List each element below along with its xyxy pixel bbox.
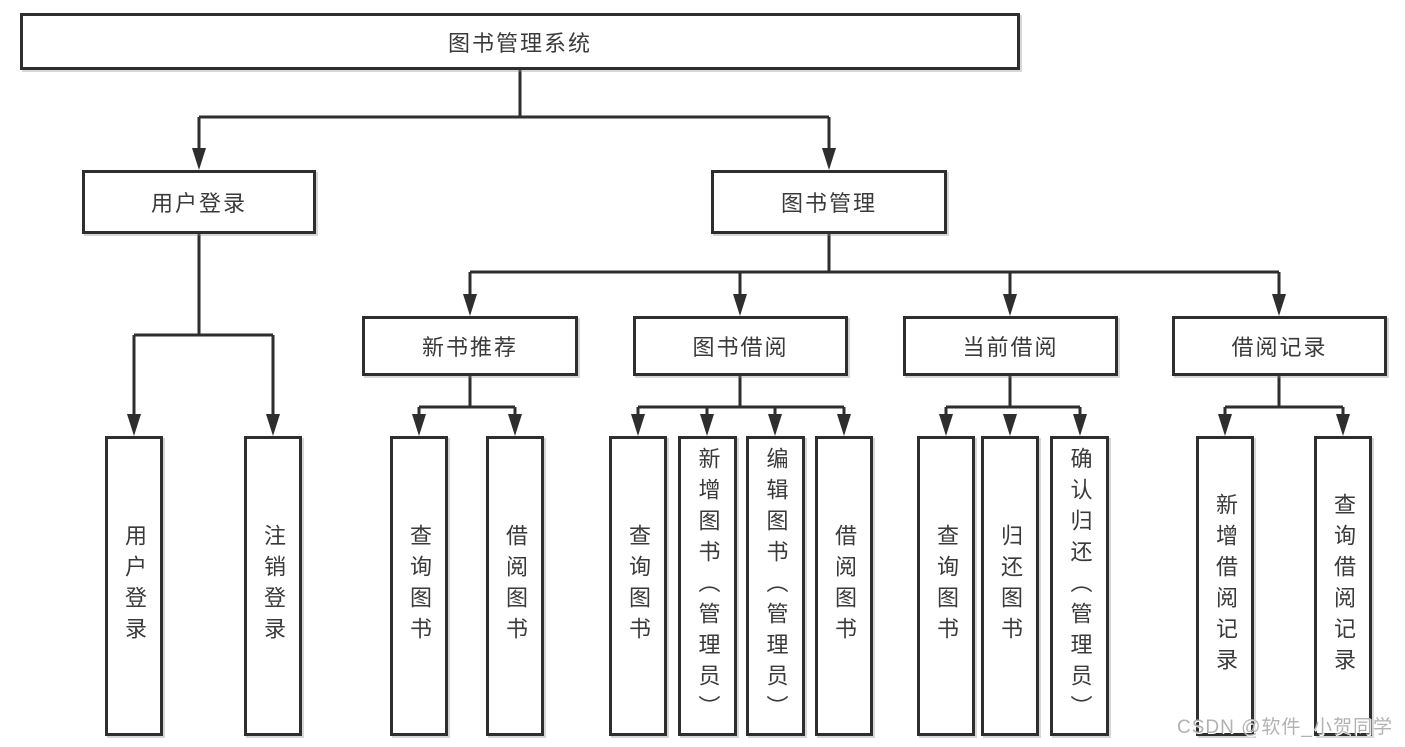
leaf-logout: 注销登录 [244,436,302,736]
connector-root-to-level2 [197,70,831,148]
leaf-newrec-query-book: 查询图书 [390,436,448,736]
leaf-record-add-record-label: 新增借阅记录 [1213,493,1238,679]
leaf-borrow-query-book: 查询图书 [609,436,667,736]
node-new-book-recommend-label: 新书推荐 [421,335,518,360]
node-book-borrow-label: 图书借阅 [692,335,789,360]
leaf-user-login-label: 用户登录 [122,524,147,648]
node-book-management: 图书管理 [711,170,947,234]
connector-new-rec-branch [417,376,517,414]
leaf-record-add-record: 新增借阅记录 [1196,436,1254,736]
leaf-record-query-record: 查询借阅记录 [1314,436,1372,736]
leaf-current-confirm-return-admin-label: 确认归还（管理员） [1067,446,1093,726]
node-system-root-label: 图书管理系统 [447,30,592,56]
leaf-newrec-borrow-book: 借阅图书 [486,436,544,736]
node-user-login-label: 用户登录 [150,191,247,216]
leaf-borrow-edit-book-admin-label: 编辑图书（管理员） [763,446,789,726]
leaf-borrow-edit-book-admin: 编辑图书（管理员） [746,436,805,736]
leaf-newrec-borrow-book-label: 借阅图书 [503,524,528,648]
connector-current-borrow-branch [944,376,1082,414]
leaf-user-login: 用户登录 [105,436,163,736]
connector-borrow-record-branch [1223,376,1345,414]
leaf-newrec-query-book-label: 查询图书 [407,524,432,648]
leaf-record-query-record-label: 查询借阅记录 [1331,493,1356,679]
node-book-management-label: 图书管理 [780,191,877,216]
node-current-borrow: 当前借阅 [903,316,1118,376]
csdn-watermark: CSDN @软件_小贺同学 [1177,717,1393,738]
node-book-borrow: 图书借阅 [633,316,848,376]
node-system-root: 图书管理系统 [20,13,1020,70]
arrowheads [127,148,1350,436]
node-user-login: 用户登录 [82,170,316,234]
leaf-current-return-book-label: 归还图书 [998,524,1023,648]
leaf-current-query-book-label: 查询图书 [934,524,959,648]
leaf-borrow-add-book-admin: 新增图书（管理员） [678,436,737,736]
leaf-borrow-add-book-admin-label: 新增图书（管理员） [695,446,721,726]
connector-book-mgmt-branch [468,234,1281,294]
node-new-book-recommend: 新书推荐 [362,316,578,376]
leaf-borrow-query-book-label: 查询图书 [626,524,651,648]
node-borrow-record: 借阅记录 [1172,316,1387,376]
leaf-current-query-book: 查询图书 [917,436,975,736]
connector-user-login-branch [132,234,275,414]
leaf-borrow-borrow-book: 借阅图书 [815,436,873,736]
node-current-borrow-label: 当前借阅 [962,335,1059,360]
connector-book-borrow-branch [636,376,846,414]
leaf-current-confirm-return-admin: 确认归还（管理员） [1050,436,1109,736]
leaf-logout-label: 注销登录 [261,524,286,648]
leaf-current-return-book: 归还图书 [981,436,1039,736]
leaf-borrow-borrow-book-label: 借阅图书 [832,524,857,648]
node-borrow-record-label: 借阅记录 [1231,335,1328,360]
